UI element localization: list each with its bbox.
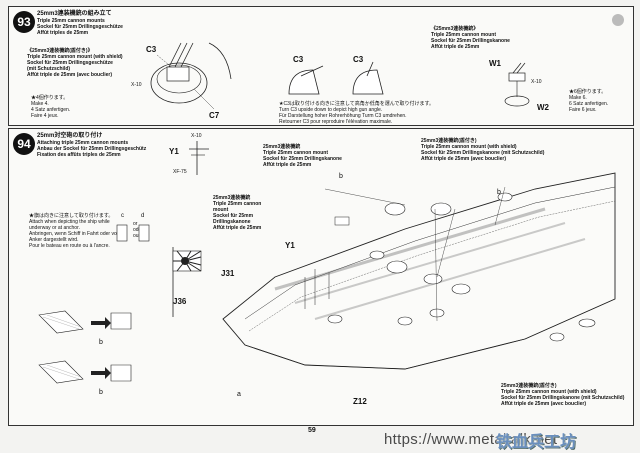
step-93-sub-fr: Affût triple de 25mm (avec bouclier) bbox=[27, 72, 113, 78]
battleship-hull-drawing bbox=[222, 172, 616, 370]
option-c-label: c bbox=[121, 213, 124, 219]
step-93-title-fr: Affût triples de 25mm bbox=[37, 30, 89, 36]
part-a-label: a bbox=[237, 391, 241, 398]
part-x10-label-right: X-10 bbox=[531, 79, 542, 85]
option-c-d-drawing bbox=[116, 224, 150, 242]
step-number-94: 94 bbox=[13, 133, 35, 155]
part-z12-label: Z12 bbox=[353, 397, 367, 406]
option-or-fr: ou bbox=[133, 233, 139, 239]
part-x10-label: X-10 bbox=[131, 82, 142, 88]
step-93-note-de: Für Darstellung hoher Rohrerhöhung Turm … bbox=[279, 113, 407, 119]
step-93-sub-jp: 《25mm3連装機銃(盾付き)》 bbox=[27, 48, 93, 54]
step-94-flag-en: Attach when depicting the ship while und… bbox=[29, 219, 110, 231]
step-94-title-fr: Fixation des affûts triples de 25mm bbox=[37, 152, 121, 158]
part-w1-label: W1 bbox=[489, 59, 501, 68]
page-number: 59 bbox=[308, 427, 316, 434]
step-93-make-jp: ★4個作ります。 bbox=[31, 95, 69, 101]
part-y1-label-top: Y1 bbox=[169, 147, 179, 156]
part-b-label-2: b bbox=[99, 389, 103, 396]
part-y1-label-deck: Y1 bbox=[285, 241, 295, 250]
mount-assembly-drawing bbox=[150, 42, 232, 110]
step-93-right-en: Triple 25mm cannon mount bbox=[431, 32, 497, 38]
callout-top-mount-shield: 25mm3連装機銃(盾付き) Triple 25mm cannon mount … bbox=[421, 138, 545, 162]
shield-detail-drawing bbox=[38, 310, 132, 384]
step-93-right-make-fr: Faire 6 jeux. bbox=[569, 107, 597, 113]
part-b-label-1: b bbox=[99, 339, 103, 346]
part-c7-label: C7 bbox=[209, 111, 220, 120]
step-93-sub-de: Sockel für 25mm Drillingsgeschütze bbox=[27, 60, 113, 66]
part-w2-label: W2 bbox=[537, 103, 549, 112]
step-93-note-en: Turn C3 upside down to depict high gun a… bbox=[279, 107, 383, 113]
callout-top-mount: 25mm3連装機銃 Triple 25mm cannon mount Socke… bbox=[263, 144, 342, 168]
step-94-title-en: Attaching triple 25mm cannon mounts bbox=[37, 140, 129, 146]
part-c3-label-high: C3 bbox=[353, 55, 364, 64]
corner-circle-mark bbox=[612, 14, 624, 26]
step-93-make-de: 4 Satz anfertigen. bbox=[31, 107, 71, 113]
watermark-url: https://www.metaltalk.net bbox=[384, 431, 558, 448]
step-93-right-jp: 《25mm3連装機銃》 bbox=[431, 26, 479, 32]
part-x10-label-94: X-10 bbox=[191, 133, 202, 139]
step-93-right-make-de: 6 Satz anfertigen. bbox=[569, 101, 609, 107]
step-94-flag-jp: ★旗は向きに注意して取り付けます。 bbox=[29, 213, 114, 219]
part-b-label-4: b bbox=[497, 189, 501, 196]
step-93-note-fr: Retourner C3 pour reproduire l'élévation… bbox=[279, 119, 393, 125]
step-93-make-fr: Faire 4 jeux. bbox=[31, 113, 59, 119]
naval-ensign-drawing bbox=[172, 247, 202, 317]
c3-orientation-drawing bbox=[288, 61, 384, 95]
option-d-label: d bbox=[141, 213, 145, 219]
step-94-title-de: Anbau der Sockel für 25mm Drillingsgesch… bbox=[37, 146, 147, 152]
flagpole-detail-drawing bbox=[189, 141, 209, 175]
part-j31-label: J31 bbox=[221, 269, 235, 278]
step-93-make-en: Make 4. bbox=[31, 101, 49, 107]
callout-bottom-mount: 25mm3連装機銃(盾付き) Triple 25mm cannon mount … bbox=[501, 383, 625, 407]
part-j36-label: J36 bbox=[173, 297, 187, 306]
part-c3-label-low: C3 bbox=[293, 55, 304, 64]
step-93-note-jp: ★C3は取り付ける向きに注意して高角か低角を選んで取り付けます。 bbox=[279, 101, 434, 107]
step-94-flag-fr: Pour le bateau en route ou à l'ancre. bbox=[29, 243, 110, 249]
callout-left-mount: 25mm3連装機銃 Triple 25mm cannon mount Socke… bbox=[213, 195, 262, 231]
step-93-right-fr: Affût triple de 25mm bbox=[431, 44, 480, 50]
step-93-panel: 93 25mm3連装機銃の組み立て Triple 25mm cannon mou… bbox=[8, 6, 634, 126]
step-94-panel: 94 25mm対空砲の取り付け Attaching triple 25mm ca… bbox=[8, 128, 634, 426]
step-93-title-jp: 25mm3連装機銃の組み立て bbox=[37, 11, 112, 17]
step-93-right-make-en: Make 6. bbox=[569, 95, 587, 101]
watermark-logo-text: 铁血兵工坊 bbox=[496, 434, 577, 451]
step-number-93: 93 bbox=[13, 11, 35, 33]
step-93-right-make-jp: ★6個作ります。 bbox=[569, 89, 607, 95]
part-xf75-label: XF-75 bbox=[173, 169, 187, 175]
w-assembly-drawing bbox=[504, 62, 530, 107]
part-c3-label: C3 bbox=[146, 45, 157, 54]
step-93-right-de: Sockel für 25mm Drillingskanone bbox=[431, 38, 510, 44]
step-93-title-de: Sockel für 25mm Drillingsgeschütze bbox=[37, 24, 123, 30]
step-93-sub-de2: (mit Schutzschild) bbox=[27, 66, 71, 72]
option-or-de: oder bbox=[133, 227, 144, 233]
part-b-label-3: b bbox=[339, 173, 343, 180]
step-93-title-en: Triple 25mm cannon mounts bbox=[37, 18, 105, 24]
step-94-title-jp: 25mm対空砲の取り付け bbox=[37, 133, 103, 139]
step-93-sub-en: Triple 25mm cannon mount (with shield) bbox=[27, 54, 123, 60]
option-or-en: or bbox=[133, 221, 138, 227]
step-94-flag-de: Anbringen, wenn Schiff in Fahrt oder vor… bbox=[29, 231, 119, 243]
